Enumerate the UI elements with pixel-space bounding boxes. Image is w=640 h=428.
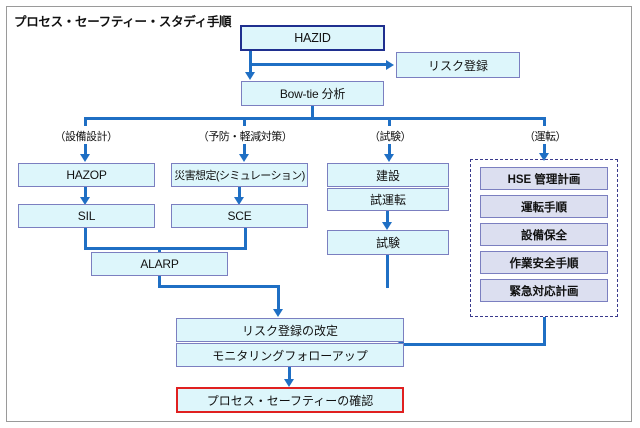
- arrowhead-to-testing: [382, 222, 392, 230]
- connector-bowtie-down: [311, 106, 314, 119]
- connector-hazid-to-bowtie: [249, 63, 252, 73]
- arrowhead-to-risk-register: [386, 59, 394, 70]
- group-item-hse-management-plan[interactable]: HSE 管理計画: [480, 167, 608, 190]
- connector-group-left: [404, 343, 546, 346]
- node-hazop[interactable]: HAZOP: [18, 163, 155, 187]
- connector-alarp-stem: [158, 247, 161, 256]
- caption-test: （試験）: [369, 131, 412, 143]
- connector-hazid-to-risk-register: [249, 63, 388, 66]
- arrowhead-to-sce: [234, 197, 244, 205]
- arrowhead-to-construction: [384, 154, 394, 162]
- node-monitoring-followup[interactable]: モニタリングフォローアップ: [176, 343, 404, 367]
- group-item-emergency-response-plan[interactable]: 緊急対応計画: [480, 279, 608, 302]
- caption-operation: （運転）: [524, 131, 567, 143]
- node-disaster-sim[interactable]: 災害想定(シミュレーション): [171, 163, 308, 187]
- node-risk-register[interactable]: リスク登録: [396, 52, 520, 78]
- node-commissioning[interactable]: 試運転: [327, 188, 449, 211]
- node-bowtie[interactable]: Bow-tie 分析: [241, 81, 384, 106]
- connector-hazid-down: [249, 51, 252, 65]
- connector-branch-drop-3: [388, 117, 391, 126]
- node-construction[interactable]: 建設: [327, 163, 449, 187]
- connector-testing-down: [386, 255, 389, 288]
- page-title: プロセス・セーフティー・スタディ手順: [14, 15, 232, 29]
- connector-branch-drop-2: [243, 117, 246, 126]
- group-item-operating-procedure[interactable]: 運転手順: [480, 195, 608, 218]
- node-process-safety-confirm[interactable]: プロセス・セーフティーの確認: [176, 387, 404, 413]
- node-alarp[interactable]: ALARP: [91, 252, 228, 276]
- caption-prevention-mitigation: （予防・軽減対策）: [197, 131, 293, 143]
- connector-caption3-down: [388, 144, 391, 155]
- connector-branch-bus: [84, 117, 546, 120]
- operation-group-panel: [470, 159, 618, 317]
- arrowhead-to-sil: [80, 197, 90, 205]
- connector-alarp-right: [158, 285, 280, 288]
- group-item-work-safety-procedure[interactable]: 作業安全手順: [480, 251, 608, 274]
- arrowhead-to-risk-revision: [273, 309, 283, 317]
- connector-branch-drop-1: [84, 117, 87, 126]
- caption-equipment-design: （設備設計）: [54, 131, 119, 143]
- group-item-equipment-maintenance[interactable]: 設備保全: [480, 223, 608, 246]
- connector-group-down: [543, 317, 546, 345]
- node-testing[interactable]: 試験: [327, 230, 449, 255]
- arrowhead-to-hazop: [80, 154, 90, 162]
- connector-disaster-to-sce: [238, 187, 241, 199]
- connector-sil-down: [84, 228, 87, 250]
- connector-commissioning-to-testing: [386, 211, 389, 224]
- connector-hazop-to-sil: [84, 187, 87, 199]
- connector-caption2-down: [243, 144, 246, 155]
- connector-to-revision-stem: [277, 285, 280, 310]
- connector-sce-down: [244, 228, 247, 250]
- arrowhead-to-disaster-sim: [239, 154, 249, 162]
- connector-branch-drop-4: [543, 117, 546, 126]
- connector-monitoring-down: [288, 367, 291, 381]
- arrowhead-to-process-safety-confirm: [284, 379, 294, 387]
- node-sce[interactable]: SCE: [171, 204, 308, 228]
- connector-alarp-down: [158, 276, 161, 288]
- arrowhead-to-operation-group: [539, 153, 549, 161]
- connector-caption1-down: [84, 144, 87, 155]
- connector-caption4-down: [543, 144, 546, 155]
- node-sil[interactable]: SIL: [18, 204, 155, 228]
- node-risk-register-revision[interactable]: リスク登録の改定: [176, 318, 404, 342]
- node-hazid[interactable]: HAZID: [240, 25, 385, 51]
- arrowhead-to-bowtie: [245, 72, 255, 80]
- connector-merge-to-alarp: [84, 247, 247, 250]
